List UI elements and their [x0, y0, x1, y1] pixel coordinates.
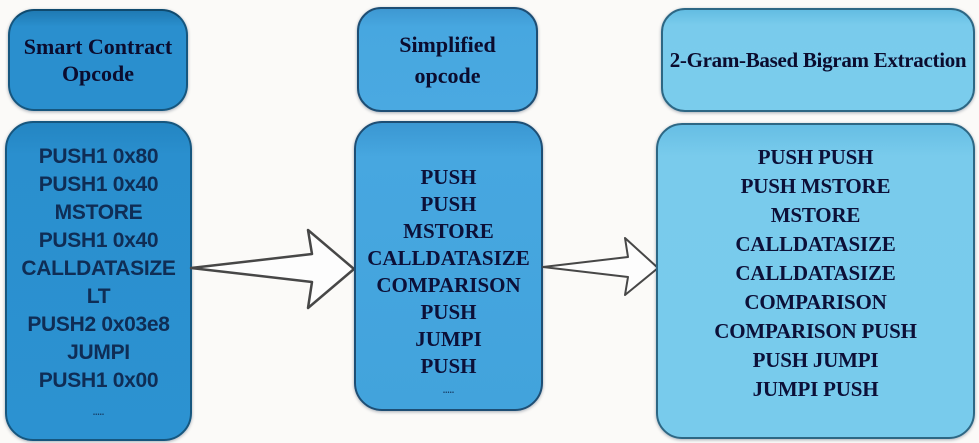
header-bigram-extraction: 2-Gram-Based Bigram Extraction [661, 8, 975, 112]
bigram-line: CALLDATASIZE [735, 261, 896, 285]
opcode-line: COMPARISON [376, 273, 521, 297]
bigram-list: PUSH PUSH PUSH MSTORE MSTORE CALLDATASIZ… [656, 123, 975, 439]
opcode-line: MSTORE [403, 219, 494, 243]
header-text-line: opcode [414, 62, 481, 88]
opcode-line: PUSH1 0x00 [38, 369, 159, 392]
header-text-line: Smart Contract [23, 34, 173, 59]
opcode-list-simplified: PUSH PUSH MSTORE CALLDATASIZE COMPARISON… [354, 121, 543, 411]
opcode-line: MSTORE [54, 201, 143, 224]
bigram-line: PUSH PUSH [757, 145, 874, 169]
opcode-line: PUSH2 0x03e8 [27, 313, 170, 336]
bigram-line: MSTORE [770, 203, 861, 227]
opcode-line: PUSH [420, 300, 477, 324]
continuation-ellipsis: ..... [442, 385, 455, 395]
opcode-line: LT [86, 285, 111, 308]
bigram-line: PUSH MSTORE [740, 174, 891, 198]
opcode-line: PUSH [420, 354, 477, 378]
bigram-line: CALLDATASIZE [735, 232, 896, 256]
right-arrow-icon [542, 237, 659, 296]
opcode-list-smart-contract: PUSH1 0x80 PUSH1 0x40 MSTORE PUSH1 0x40 … [5, 121, 192, 441]
continuation-ellipsis: ..... [92, 407, 105, 417]
header-simplified-opcode: Simplified opcode [357, 7, 538, 112]
opcode-line: PUSH [420, 165, 477, 189]
bigram-line: JUMPI PUSH [752, 377, 879, 401]
opcode-line: PUSH1 0x40 [38, 229, 159, 252]
bigram-line: COMPARISON PUSH [714, 319, 917, 343]
bigram-line: COMPARISON [744, 290, 887, 314]
header-smart-contract-opcode: Smart Contract Opcode [8, 9, 188, 111]
opcode-line: CALLDATASIZE [21, 257, 176, 280]
opcode-line: PUSH1 0x40 [38, 173, 159, 196]
bigram-line: PUSH JUMPI [752, 348, 879, 372]
opcode-line: JUMPI [415, 327, 482, 351]
header-text-line: Opcode [61, 61, 135, 86]
header-text-line: Simplified [399, 31, 496, 57]
right-arrow-icon [189, 228, 356, 310]
opcode-line: PUSH [420, 192, 477, 216]
opcode-line: CALLDATASIZE [367, 246, 530, 270]
opcode-line: PUSH1 0x80 [38, 145, 159, 168]
header-text-line: 2-Gram-Based Bigram Extraction [669, 47, 967, 72]
opcode-line: JUMPI [67, 341, 130, 364]
